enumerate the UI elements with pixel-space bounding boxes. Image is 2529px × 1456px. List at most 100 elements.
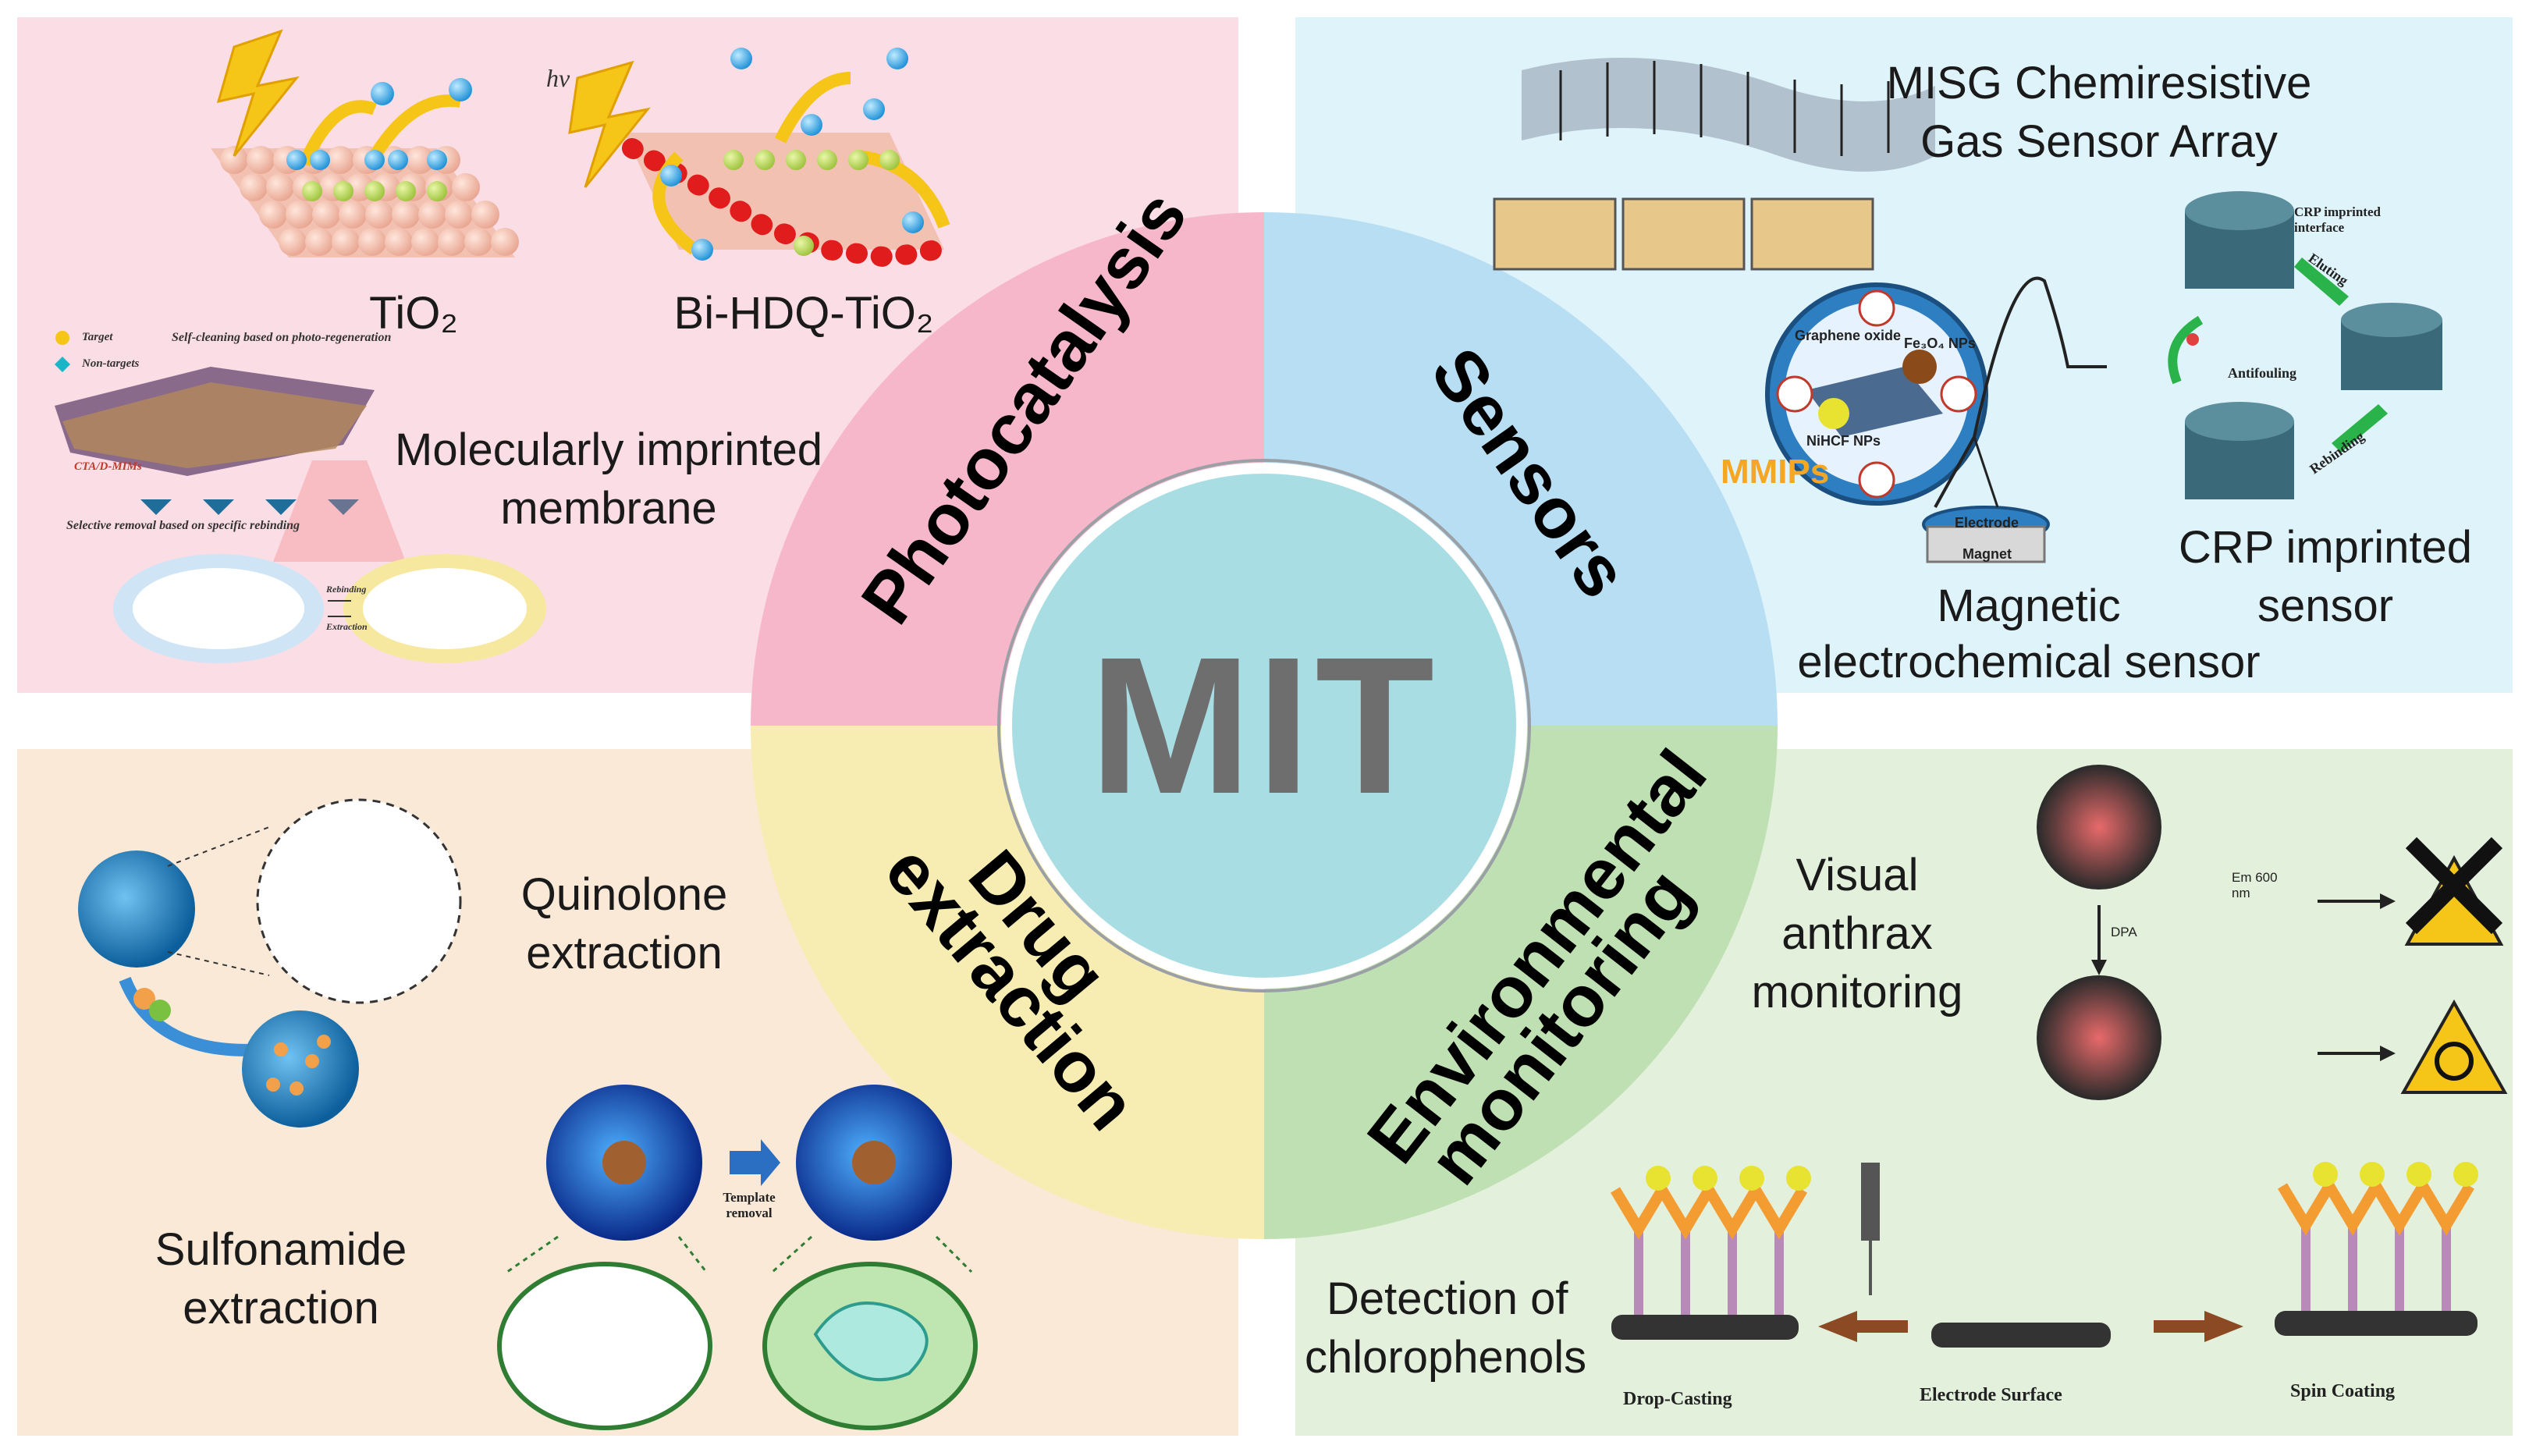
electron-dot bbox=[886, 48, 908, 69]
misg-label-line2: Gas Sensor Array bbox=[1920, 116, 2278, 167]
analyte-dot bbox=[2360, 1162, 2385, 1187]
mmips-label: MMIPs bbox=[1721, 453, 1830, 491]
visual-label-line1: Visual bbox=[1796, 850, 1919, 900]
hole-dot bbox=[794, 236, 814, 256]
electron-dot bbox=[427, 150, 447, 170]
electron-dot bbox=[801, 114, 822, 136]
hole-dot bbox=[817, 150, 837, 170]
crp-label-line1: CRP imprinted bbox=[2178, 522, 2473, 573]
legend-nontargets: Non-targets bbox=[82, 357, 140, 370]
quinolone-illustration bbox=[78, 798, 462, 1128]
selective-removal-caption: Selective removal based on specific rebi… bbox=[66, 519, 300, 532]
pillar bbox=[2442, 1225, 2451, 1311]
hole-dot bbox=[302, 181, 322, 201]
electron-dot bbox=[286, 150, 307, 170]
analyte-dot bbox=[1739, 1166, 1764, 1191]
sulfonamide-label-line1: Sulfonamide bbox=[155, 1224, 407, 1275]
chlorophenol-illustration bbox=[1610, 1162, 2478, 1348]
bihdq-label: Bi-HDQ-TiO₂ bbox=[673, 288, 934, 339]
hole-dot bbox=[786, 150, 806, 170]
electron-dot bbox=[902, 211, 924, 233]
lattice-atom bbox=[326, 146, 354, 174]
hole-dot bbox=[723, 150, 744, 170]
electron-dot bbox=[388, 150, 408, 170]
misg-label-line1: MISG Chemiresistive bbox=[1886, 58, 2312, 108]
magnetic-label-line2: electrochemical sensor bbox=[1797, 637, 2261, 687]
sulfonamide-illustration bbox=[497, 1085, 978, 1430]
extraction-caption: Extraction bbox=[326, 621, 368, 632]
nihcf-label: NiHCF NPs bbox=[1806, 433, 1881, 449]
chloro-label-line1: Detection of bbox=[1327, 1273, 1568, 1324]
analyte-dot bbox=[2406, 1162, 2431, 1187]
lattice-atom bbox=[240, 173, 268, 201]
lattice-atom bbox=[411, 228, 439, 256]
electron-dot bbox=[310, 150, 330, 170]
antibody-arm bbox=[1610, 1187, 1668, 1240]
antibody-arm bbox=[2417, 1183, 2475, 1236]
hole-dot bbox=[364, 181, 385, 201]
lattice-atom bbox=[305, 228, 333, 256]
pillar bbox=[1681, 1229, 1690, 1315]
lattice-atom bbox=[406, 146, 434, 174]
membrane-code: CTA/D-MIMs bbox=[74, 460, 142, 473]
crp-sensor-illustration bbox=[2168, 191, 2442, 499]
lattice-atom bbox=[332, 228, 360, 256]
antifouling-label: Antifouling bbox=[2228, 365, 2297, 381]
sulfonamide-label-line2: extraction bbox=[183, 1283, 379, 1333]
anthrax-illustration bbox=[2037, 765, 2508, 1100]
dpa-label: DPA bbox=[2111, 925, 2137, 939]
lattice-atom bbox=[452, 173, 480, 201]
antibody-arm bbox=[2324, 1183, 2382, 1236]
legend-target: Target bbox=[82, 331, 113, 343]
analyte-dot bbox=[1693, 1166, 1717, 1191]
pillar bbox=[2348, 1225, 2357, 1311]
center-title: MIT bbox=[1089, 616, 1440, 834]
electron-dot bbox=[863, 98, 885, 120]
lattice-atom bbox=[385, 228, 413, 256]
magnet-label: Magnet bbox=[1962, 546, 2012, 562]
hole-dot bbox=[755, 150, 775, 170]
pillar bbox=[2395, 1225, 2404, 1311]
magnetic-sensor-illustration bbox=[1765, 276, 2107, 563]
pillar bbox=[1728, 1229, 1737, 1315]
lattice-atom bbox=[445, 201, 473, 229]
lattice-atom bbox=[220, 146, 248, 174]
pillar bbox=[2301, 1225, 2311, 1311]
electron-dot bbox=[364, 150, 385, 170]
hole-dot bbox=[879, 150, 900, 170]
graphene-oxide-label: Graphene oxide bbox=[1795, 328, 1902, 343]
electron-dot bbox=[660, 165, 682, 186]
tio2-lattice-illustration bbox=[211, 29, 519, 257]
template-removal-label: Template removal bbox=[723, 1190, 776, 1220]
lattice-atom bbox=[438, 228, 466, 256]
quinolone-label-line1: Quinolone bbox=[520, 869, 728, 920]
lattice-atom bbox=[266, 173, 294, 201]
hole-dot bbox=[848, 150, 868, 170]
rebinding-caption: Rebinding bbox=[326, 584, 367, 595]
tio2-label: TiO₂ bbox=[369, 288, 458, 339]
crp-label-line2: sensor bbox=[2257, 581, 2394, 631]
lattice-atom bbox=[339, 201, 367, 229]
antibody-arm bbox=[2371, 1183, 2428, 1236]
membrane-illustration bbox=[55, 331, 546, 663]
crp-interface-label: CRP imprinted interface bbox=[2294, 204, 2381, 235]
lattice-atom bbox=[418, 201, 446, 229]
visual-label-line3: monitoring bbox=[1751, 967, 1963, 1017]
lattice-atom bbox=[259, 201, 287, 229]
self-cleaning-caption: Self-cleaning based on photo-regeneratio… bbox=[172, 331, 392, 344]
analyte-dot bbox=[1646, 1166, 1671, 1191]
drop-casting-label: Drop-Casting bbox=[1623, 1389, 1732, 1409]
quinolone-label-line2: extraction bbox=[526, 928, 723, 978]
fe3o4-label: Fe₃O₄ NPs bbox=[1904, 336, 1976, 351]
chloro-label-line2: chlorophenols bbox=[1305, 1332, 1587, 1383]
magnetic-label-line1: Magnetic bbox=[1937, 581, 2121, 631]
electron-dot bbox=[449, 78, 472, 101]
hole-dot bbox=[333, 181, 353, 201]
lattice-atom bbox=[491, 228, 519, 256]
lattice-atom bbox=[392, 201, 420, 229]
analyte-dot bbox=[2453, 1162, 2478, 1187]
lattice-atom bbox=[358, 228, 386, 256]
antibody-arm bbox=[2277, 1183, 2335, 1236]
lattice-atom bbox=[247, 146, 275, 174]
hole-dot bbox=[427, 181, 447, 201]
